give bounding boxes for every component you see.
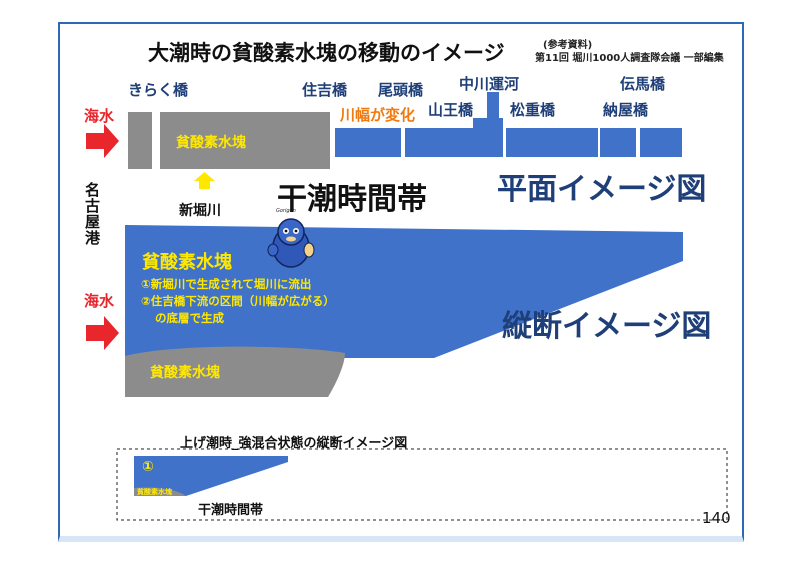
bridge-matsushigebashi: 松重橋 xyxy=(510,101,556,119)
section-view-label: 縦断イメージ図 xyxy=(502,309,712,344)
bridge-nayabashi: 納屋橋 xyxy=(603,101,649,119)
bridge-nakagawa-canal: 中川運河 xyxy=(459,75,520,93)
section-note-3: の底層で生成 xyxy=(155,311,224,325)
low-tide-period-label: 干潮時間帯 xyxy=(277,182,427,217)
inset-marker: ① xyxy=(142,459,154,475)
plan-water-segment-2 xyxy=(405,128,473,157)
bridge-kirakubashi: きらく橋 xyxy=(128,81,189,99)
plan-hypoxic-label: 貧酸素水塊 xyxy=(176,135,246,151)
reference-label: (参考資料) xyxy=(543,40,593,51)
sea-label-bottom: 海水 xyxy=(84,292,115,310)
mascot-tag: Gorigon xyxy=(276,208,296,214)
plan-water-segment-5 xyxy=(600,128,636,157)
bridge-sumiyoshibashi: 住吉橋 xyxy=(302,81,348,99)
plan-water-segment-4 xyxy=(506,128,598,157)
sea-arrow-top xyxy=(86,124,119,158)
bridge-obibashi: 尾頭橋 xyxy=(378,81,424,99)
nakagawa-canal-channel xyxy=(473,92,503,128)
section-hypoxic-title: 貧酸素水塊 xyxy=(142,252,232,273)
river-width-change-label: 川幅が変化 xyxy=(340,106,416,124)
inset-water-body xyxy=(134,456,288,496)
shinhorikawa-label: 新堀川 xyxy=(179,203,221,219)
inset-frame xyxy=(116,448,728,521)
plan-water-segment-3 xyxy=(473,128,503,157)
plan-water-segment-6 xyxy=(640,128,682,157)
section-note-2: ②住吉橋下流の区間（川幅が広がる） xyxy=(141,294,335,308)
section-bottom-hypoxic-label: 貧酸素水塊 xyxy=(150,365,220,381)
bridge-denmabashi: 伝馬橋 xyxy=(620,75,666,93)
page-number: 140 xyxy=(702,509,731,527)
inset-hypoxic-label: 貧酸素水塊 xyxy=(137,488,172,496)
shinhorikawa-arrow xyxy=(194,172,215,189)
sea-label-top: 海水 xyxy=(84,107,115,125)
inset-title: 上げ潮時_強混合状態の縦断イメージ図 xyxy=(180,436,408,451)
inset-low-tide-label: 干潮時間帯 xyxy=(198,503,264,518)
plan-hypoxic-mass xyxy=(160,112,330,169)
plan-gray-block-left xyxy=(128,112,152,169)
mascot-icon: Gorigon xyxy=(264,208,318,271)
section-hypoxic-mass xyxy=(125,346,345,397)
section-note-1: ①新堀川で生成されて堀川に流出 xyxy=(141,277,312,291)
inset-hypoxic-mass xyxy=(134,487,186,496)
bridge-sannobashi: 山王橋 xyxy=(428,101,474,119)
reference-source: 第11回 堀川1000人調査隊会議 一部編集 xyxy=(535,53,724,64)
plan-view-label: 平面イメージ図 xyxy=(497,172,707,207)
plan-water-segment-1 xyxy=(335,128,401,157)
sea-arrow-bottom xyxy=(86,316,119,350)
page-title: 大潮時の貧酸素水塊の移動のイメージ xyxy=(148,41,505,65)
port-label: 名古屋港 xyxy=(83,182,101,246)
